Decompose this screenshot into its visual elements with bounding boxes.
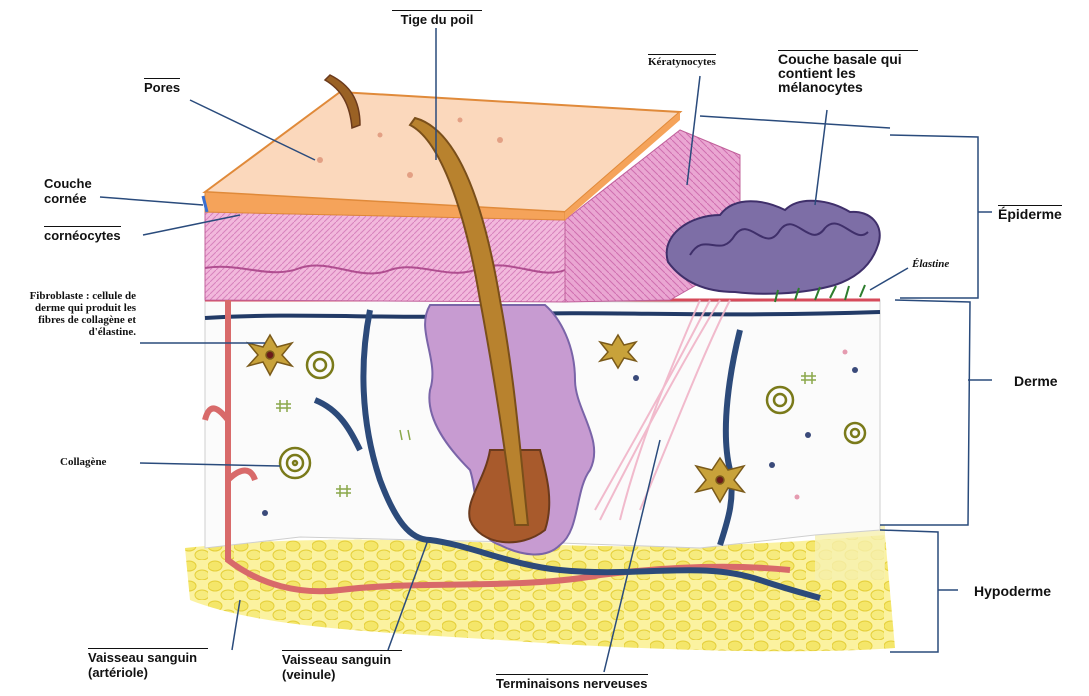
label-epiderme: Épiderme — [998, 205, 1062, 222]
label-couche-basale: Couche basale qui contient les mélanocyt… — [778, 50, 918, 94]
label-vaisseau-veinule: Vaisseau sanguin (veinule) — [282, 650, 402, 682]
label-tige-du-poil: Tige du poil — [392, 10, 482, 27]
label-terminaisons: Terminaisons nerveuses — [496, 674, 648, 691]
label-corneocytes: cornéocytes — [44, 226, 121, 243]
label-fibroblaste: Fibroblaste : cellule de derme qui produ… — [24, 290, 136, 338]
label-keratinocytes: Kératynocytes — [648, 54, 716, 68]
label-vaisseau-arteriole: Vaisseau sanguin (artériole) — [88, 648, 208, 680]
label-couche-cornee: Couche cornée — [44, 176, 114, 206]
label-collagene: Collagène — [60, 456, 106, 468]
label-elastine: Élastine — [912, 258, 949, 270]
label-derme: Derme — [1014, 374, 1058, 389]
label-hypoderme: Hypoderme — [974, 584, 1051, 599]
label-pores: Pores — [144, 78, 180, 95]
